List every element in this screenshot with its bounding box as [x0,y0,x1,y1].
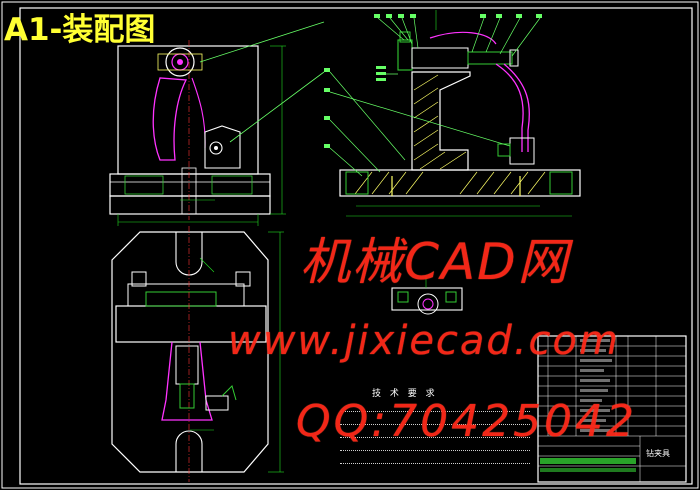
parts-list [537,335,687,483]
requirement-line [340,430,530,438]
watermark-site-name: 机械CAD网 [300,233,570,291]
side-section-view [324,10,581,217]
inner-frame [19,7,693,485]
front-view [109,21,325,226]
sheet-label: A1-装配图 [4,12,156,48]
detail-view [391,276,463,315]
technical-requirements-title: 技 术 要 求 [372,389,438,399]
watermark-url: www.jixiecad.com [228,318,620,364]
requirement-line [340,417,530,425]
technical-requirements-lines [340,404,530,469]
section-hatch [354,74,546,195]
requirement-line [340,456,530,464]
title-block-name: 钻夹具 [646,449,670,458]
requirement-line [340,404,530,412]
part-leaders [329,17,541,177]
watermark-qq: QQ:70425042 [296,396,638,447]
top-view [111,226,284,482]
requirement-line [340,443,530,451]
balloon-marks [324,14,542,148]
